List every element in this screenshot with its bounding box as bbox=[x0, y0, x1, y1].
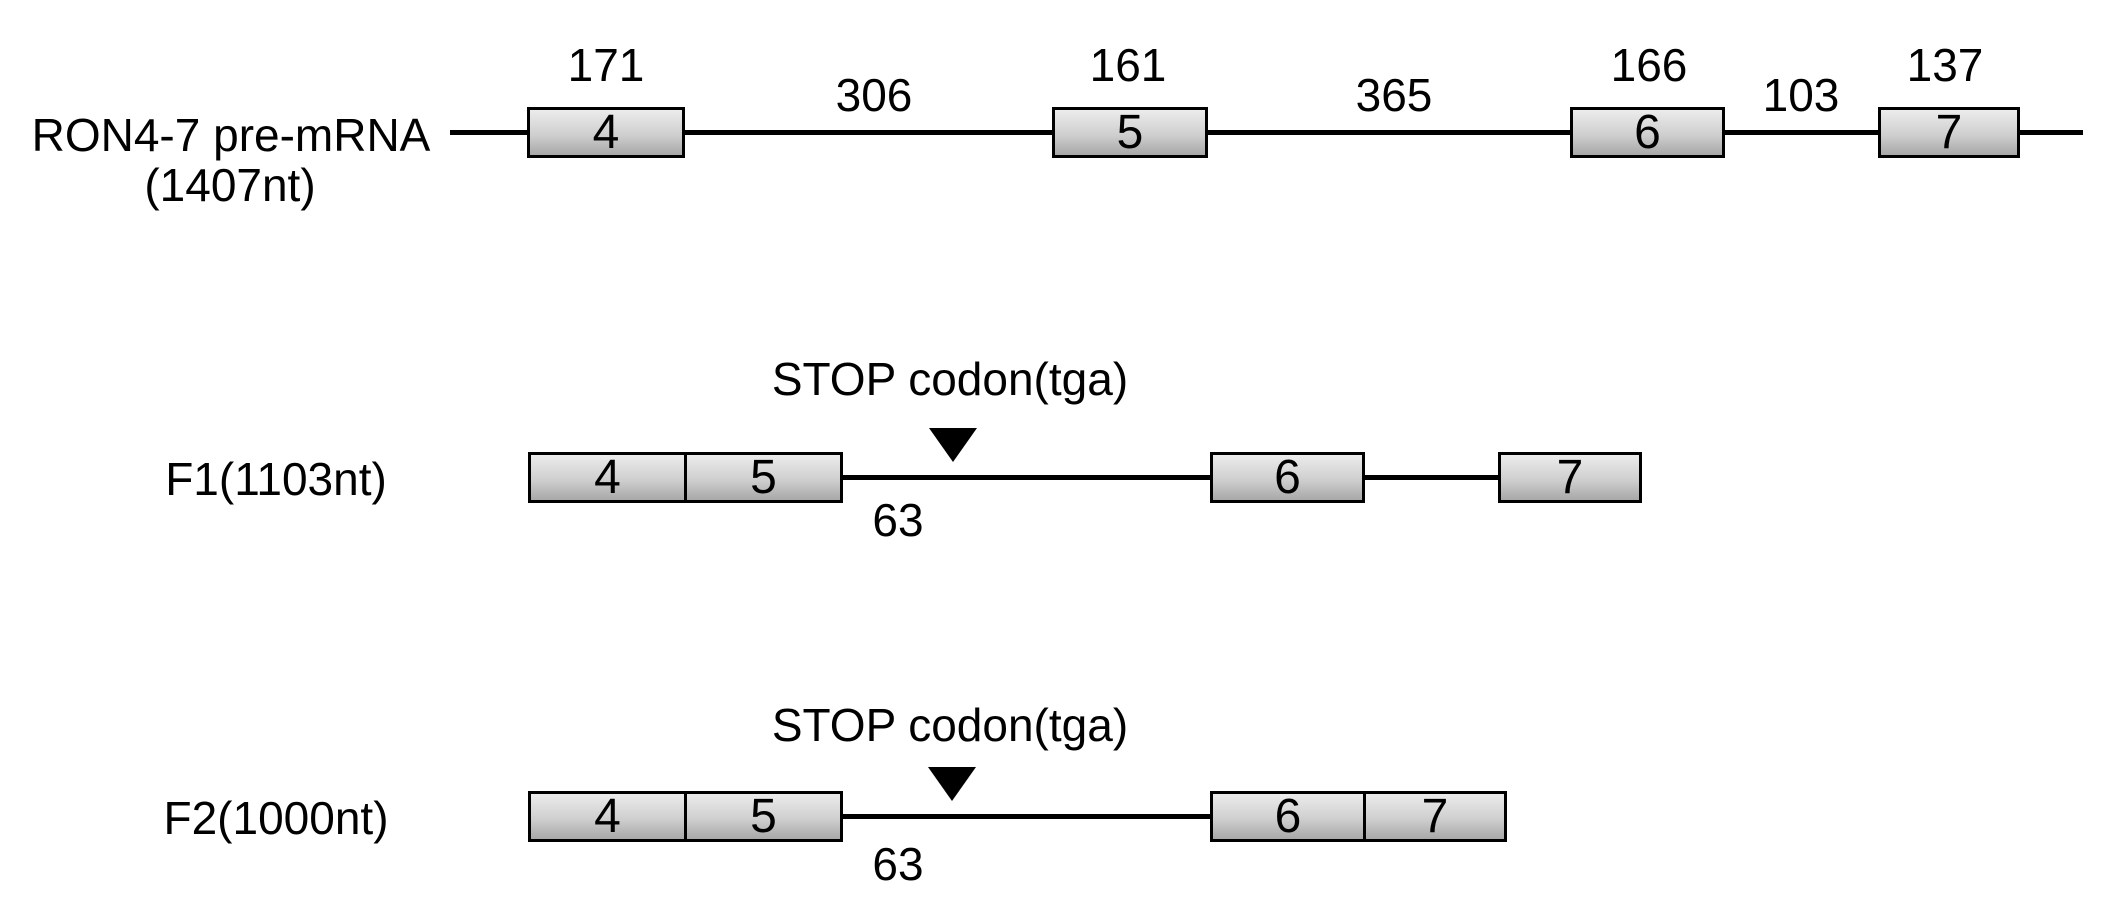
f2-exon-4-cell: 4 bbox=[594, 790, 621, 843]
premrna-intron-56-size-label: 365 bbox=[1355, 69, 1433, 121]
f1-exon-7-box: 7 bbox=[1498, 451, 1642, 504]
f1-intron-67-line bbox=[1365, 475, 1498, 480]
f1-exon-4-5-group: 4 5 bbox=[528, 451, 843, 504]
f2-stop-codon-label: STOP codon(tga) bbox=[771, 699, 1129, 751]
f2-exon-5-cell: 5 bbox=[684, 790, 840, 843]
f2-exon-7-cell: 7 bbox=[1363, 790, 1504, 843]
premrna-label: RON4-7 pre-mRNA bbox=[31, 109, 431, 161]
premrna-exon-7-size-label: 137 bbox=[1906, 39, 1984, 91]
f1-stop-codon-triangle-icon bbox=[929, 428, 977, 462]
f2-exon-6-cell: 6 bbox=[1274, 790, 1302, 843]
premrna-intron-67-size-label: 103 bbox=[1762, 69, 1840, 121]
f1-retained-intron-line bbox=[843, 475, 1210, 480]
f2-segment-63-label: 63 bbox=[872, 838, 924, 890]
f2-retained-intron-line bbox=[842, 814, 1210, 819]
f2-exon-6-7-group: 6 7 bbox=[1210, 790, 1507, 843]
premrna-exon-7-box: 7 bbox=[1878, 106, 2020, 159]
f1-exon-6-box: 6 bbox=[1210, 451, 1365, 504]
f2-stop-codon-triangle-icon bbox=[928, 767, 976, 801]
premrna-exon-4-box: 4 bbox=[527, 106, 685, 159]
premrna-exon-6-size-label: 166 bbox=[1610, 39, 1688, 91]
premrna-sublabel: (1407nt) bbox=[144, 159, 316, 211]
premrna-exon-5-number: 5 bbox=[1116, 106, 1144, 159]
premrna-exon-5-box: 5 bbox=[1052, 106, 1208, 159]
premrna-exon-4-size-label: 171 bbox=[567, 39, 645, 91]
premrna-exon-6-number: 6 bbox=[1634, 106, 1661, 159]
premrna-exon-4-number: 4 bbox=[592, 106, 620, 159]
f2-label: F2(1000nt) bbox=[163, 792, 389, 844]
f1-exon-6-number: 6 bbox=[1274, 451, 1301, 504]
f1-stop-codon-label: STOP codon(tga) bbox=[771, 353, 1129, 405]
premrna-backbone-line bbox=[450, 130, 2083, 135]
premrna-intron-45-size-label: 306 bbox=[835, 69, 913, 121]
f1-segment-63-label: 63 bbox=[872, 494, 924, 546]
premrna-exon-5-size-label: 161 bbox=[1089, 39, 1167, 91]
f1-exon-5-cell: 5 bbox=[684, 451, 840, 504]
f2-exon-4-5-group: 4 5 bbox=[528, 790, 843, 843]
premrna-exon-6-box: 6 bbox=[1570, 106, 1725, 159]
premrna-exon-7-number: 7 bbox=[1935, 106, 1963, 159]
f1-exon-7-number: 7 bbox=[1556, 451, 1584, 504]
f1-label: F1(1103nt) bbox=[165, 453, 387, 505]
f1-exon-4-cell: 4 bbox=[594, 451, 621, 504]
